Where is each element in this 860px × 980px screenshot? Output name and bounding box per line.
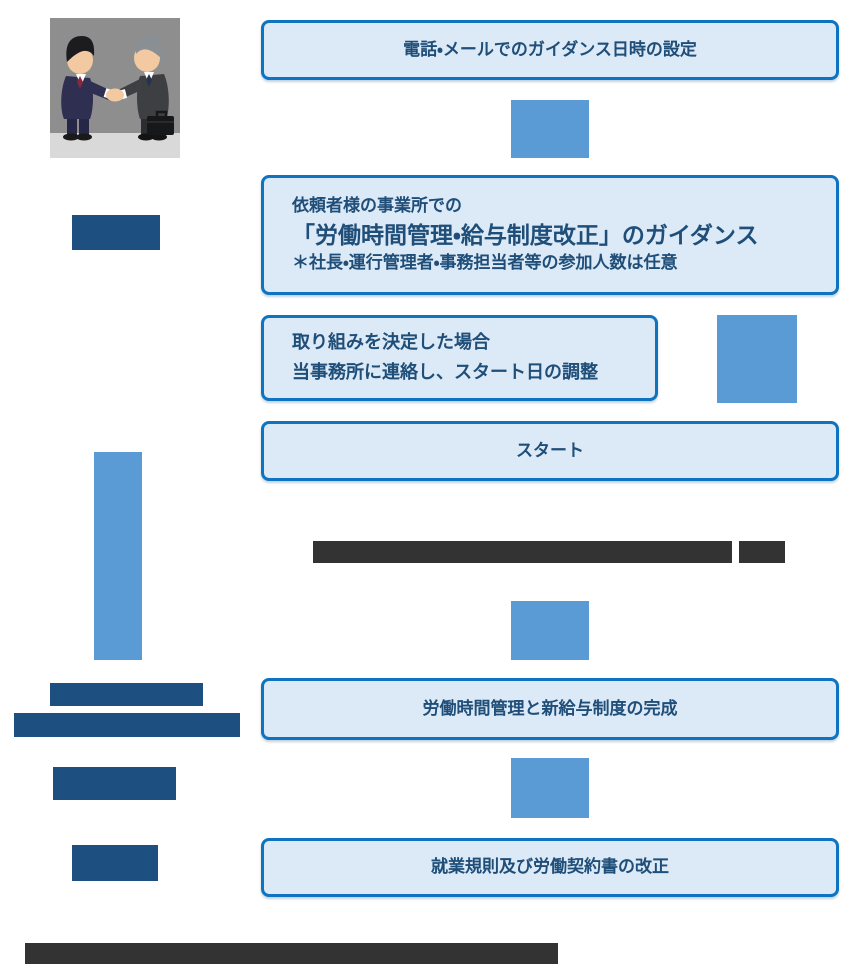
handshake-icon [50, 18, 180, 158]
flow-box-system-complete: 労働時間管理と新給与制度の完成 [261, 678, 839, 740]
flow-box-label: 電話・メールでのガイダンス日時の設定 [403, 39, 697, 59]
redacted-bar-darkblue-2 [50, 683, 203, 706]
flow-box-line2: 当事務所に連絡し、スタート日の調整 [292, 362, 598, 382]
flow-box-label: 労働時間管理と新給与制度の完成 [422, 698, 678, 718]
flow-box-line1: 依頼者様の事業所での [292, 196, 462, 216]
flow-box-guidance-schedule: 電話・メールでのガイダンス日時の設定 [261, 20, 839, 80]
flow-box-label: スタート [516, 440, 584, 460]
down-arrow-block-1 [511, 100, 589, 158]
flow-box-line2: 「労働時間管理・給与制度改正」のガイダンス [292, 221, 759, 248]
redacted-bar-darkblue-5 [72, 845, 158, 881]
redacted-bar-darkgray-bottom [25, 943, 558, 964]
flow-box-onsite-guidance: 依頼者様の事業所での 「労働時間管理・給与制度改正」のガイダンス ＊社長・運行管… [261, 175, 839, 295]
redacted-bar-darkblue-4 [53, 767, 176, 800]
redacted-bar-darkblue-1 [72, 215, 160, 250]
flow-box-line1: 取り組みを決定した場合 [292, 332, 490, 353]
redacted-bar-darkblue-3 [14, 713, 240, 737]
down-arrow-block-2 [717, 315, 797, 403]
flow-box-line3: ＊社長・運行管理者・事務担当者等の参加人数は任意 [292, 253, 678, 273]
flow-box-start: スタート [261, 421, 839, 481]
redacted-bar-darkgray-mid [313, 541, 732, 563]
flow-box-label: 就業規則及び労働契約書の改正 [431, 857, 669, 877]
handshake-illustration [50, 18, 180, 158]
flow-box-rules-revision: 就業規則及び労働契約書の改正 [261, 838, 839, 897]
flow-box-decision-contact: 取り組みを決定した場合 当事務所に連絡し、スタート日の調整 [261, 315, 658, 401]
down-arrow-block-3 [511, 601, 589, 660]
tall-blue-bar [94, 452, 142, 660]
down-arrow-block-4 [511, 758, 589, 818]
redacted-box-darkgray-small [739, 541, 785, 563]
